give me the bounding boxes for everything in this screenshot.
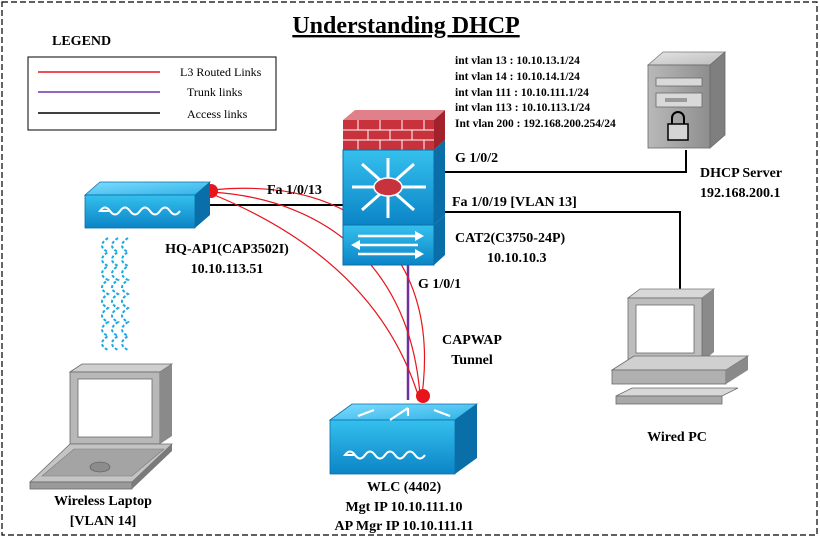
firewall-top xyxy=(343,110,445,120)
laptop-screen xyxy=(77,378,153,438)
wlc-side xyxy=(455,404,477,474)
port-label-wlc: G 1/0/1 xyxy=(418,277,461,292)
lock-icon xyxy=(671,111,685,124)
ap-side xyxy=(195,182,210,228)
legend-box xyxy=(27,56,277,131)
diagram-title: Understanding DHCP xyxy=(292,13,519,39)
laptop-trackpad xyxy=(89,461,111,473)
core-switch xyxy=(342,110,445,266)
port-label-server: G 1/0/2 xyxy=(455,151,498,166)
access-link-server xyxy=(434,150,687,173)
config-line: int vlan 113 : 10.10.113.1/24 xyxy=(455,102,590,114)
port-label-pc: Fa 1/0/19 [VLAN 13] xyxy=(452,195,577,210)
laptop-lid-top xyxy=(68,363,174,373)
core-switch-name: CAT2(C3750-24P) xyxy=(455,231,566,246)
legend: L3 Routed Links Trunk links Access links xyxy=(27,56,277,131)
wlc-ap-mgr-ip: AP Mgr IP 10.10.111.11 xyxy=(335,519,474,534)
firewall-side xyxy=(434,110,445,150)
config-line: Int vlan 200 : 192.168.200.254/24 xyxy=(455,118,616,130)
laptop-lid-side xyxy=(160,364,172,444)
tunnel-arc xyxy=(211,193,419,396)
wlc-device xyxy=(328,403,479,475)
tunnel-label-2: Tunnel xyxy=(451,353,493,368)
laptop-front xyxy=(29,481,133,490)
router-core-icon xyxy=(373,177,403,197)
access-switch-side xyxy=(434,215,445,265)
keyboard-icon xyxy=(615,387,739,397)
pc-base-side xyxy=(726,356,748,384)
monitor-top xyxy=(626,288,716,299)
dhcp-server-ip: 192.168.200.1 xyxy=(700,186,781,201)
tunnel-label-1: CAPWAP xyxy=(442,333,502,348)
legend-label-l3: L3 Routed Links xyxy=(180,65,262,79)
access-link-pc xyxy=(434,211,681,290)
server-drive-bay xyxy=(655,77,703,87)
monitor-side xyxy=(702,289,714,362)
pc-name: Wired PC xyxy=(647,430,707,445)
core-switch-ip: 10.10.10.3 xyxy=(487,251,547,266)
wlc-wave-icon xyxy=(343,450,426,460)
ap-name: HQ-AP1(CAP3502I) xyxy=(165,242,289,257)
laptop-vlan: [VLAN 14] xyxy=(70,514,137,529)
lock-body xyxy=(667,123,689,141)
dhcp-server xyxy=(646,51,727,149)
ap-wave-icon xyxy=(98,206,181,216)
switch-side xyxy=(434,140,445,225)
config-line: int vlan 13 : 10.10.13.1/24 xyxy=(455,55,580,67)
switch-config: int vlan 13 : 10.10.13.1/24 int vlan 14 … xyxy=(455,55,616,130)
keyboard-front xyxy=(615,395,723,405)
wlc-mgmt-ip: Mgt IP 10.10.111.10 xyxy=(345,500,462,515)
config-line: int vlan 111 : 10.10.111.1/24 xyxy=(455,87,589,99)
server-slot xyxy=(665,98,687,102)
config-line: int vlan 14 : 10.10.14.1/24 xyxy=(455,71,580,83)
legend-label-access: Access links xyxy=(187,107,248,121)
laptop-name: Wireless Laptop xyxy=(54,494,152,509)
wlc-arrows-icon xyxy=(357,407,451,421)
tunnel-endpoint-wlc xyxy=(416,389,430,403)
firewall-bricks xyxy=(343,120,434,150)
firewall-icon xyxy=(343,120,434,150)
pc-base xyxy=(611,369,727,385)
server-side xyxy=(709,51,726,149)
ap-top xyxy=(83,181,212,196)
ap-ip: 10.10.113.51 xyxy=(191,262,264,277)
wireless-signal-icon xyxy=(101,237,130,351)
switch-port-arrows xyxy=(351,231,424,259)
pc-base-top xyxy=(610,355,750,371)
monitor-screen xyxy=(635,304,695,354)
laptop-side xyxy=(132,444,172,489)
wlc-icon xyxy=(329,419,456,475)
access-point xyxy=(83,181,212,229)
legend-label-trunk: Trunk links xyxy=(187,85,243,99)
legend-heading: LEGEND xyxy=(52,34,111,49)
wlc-name: WLC (4402) xyxy=(367,480,442,495)
port-label-ap: Fa 1/0/13 xyxy=(267,183,322,198)
wired-pc xyxy=(610,288,750,405)
wireless-laptop xyxy=(28,363,174,490)
dhcp-server-name: DHCP Server xyxy=(700,166,782,181)
